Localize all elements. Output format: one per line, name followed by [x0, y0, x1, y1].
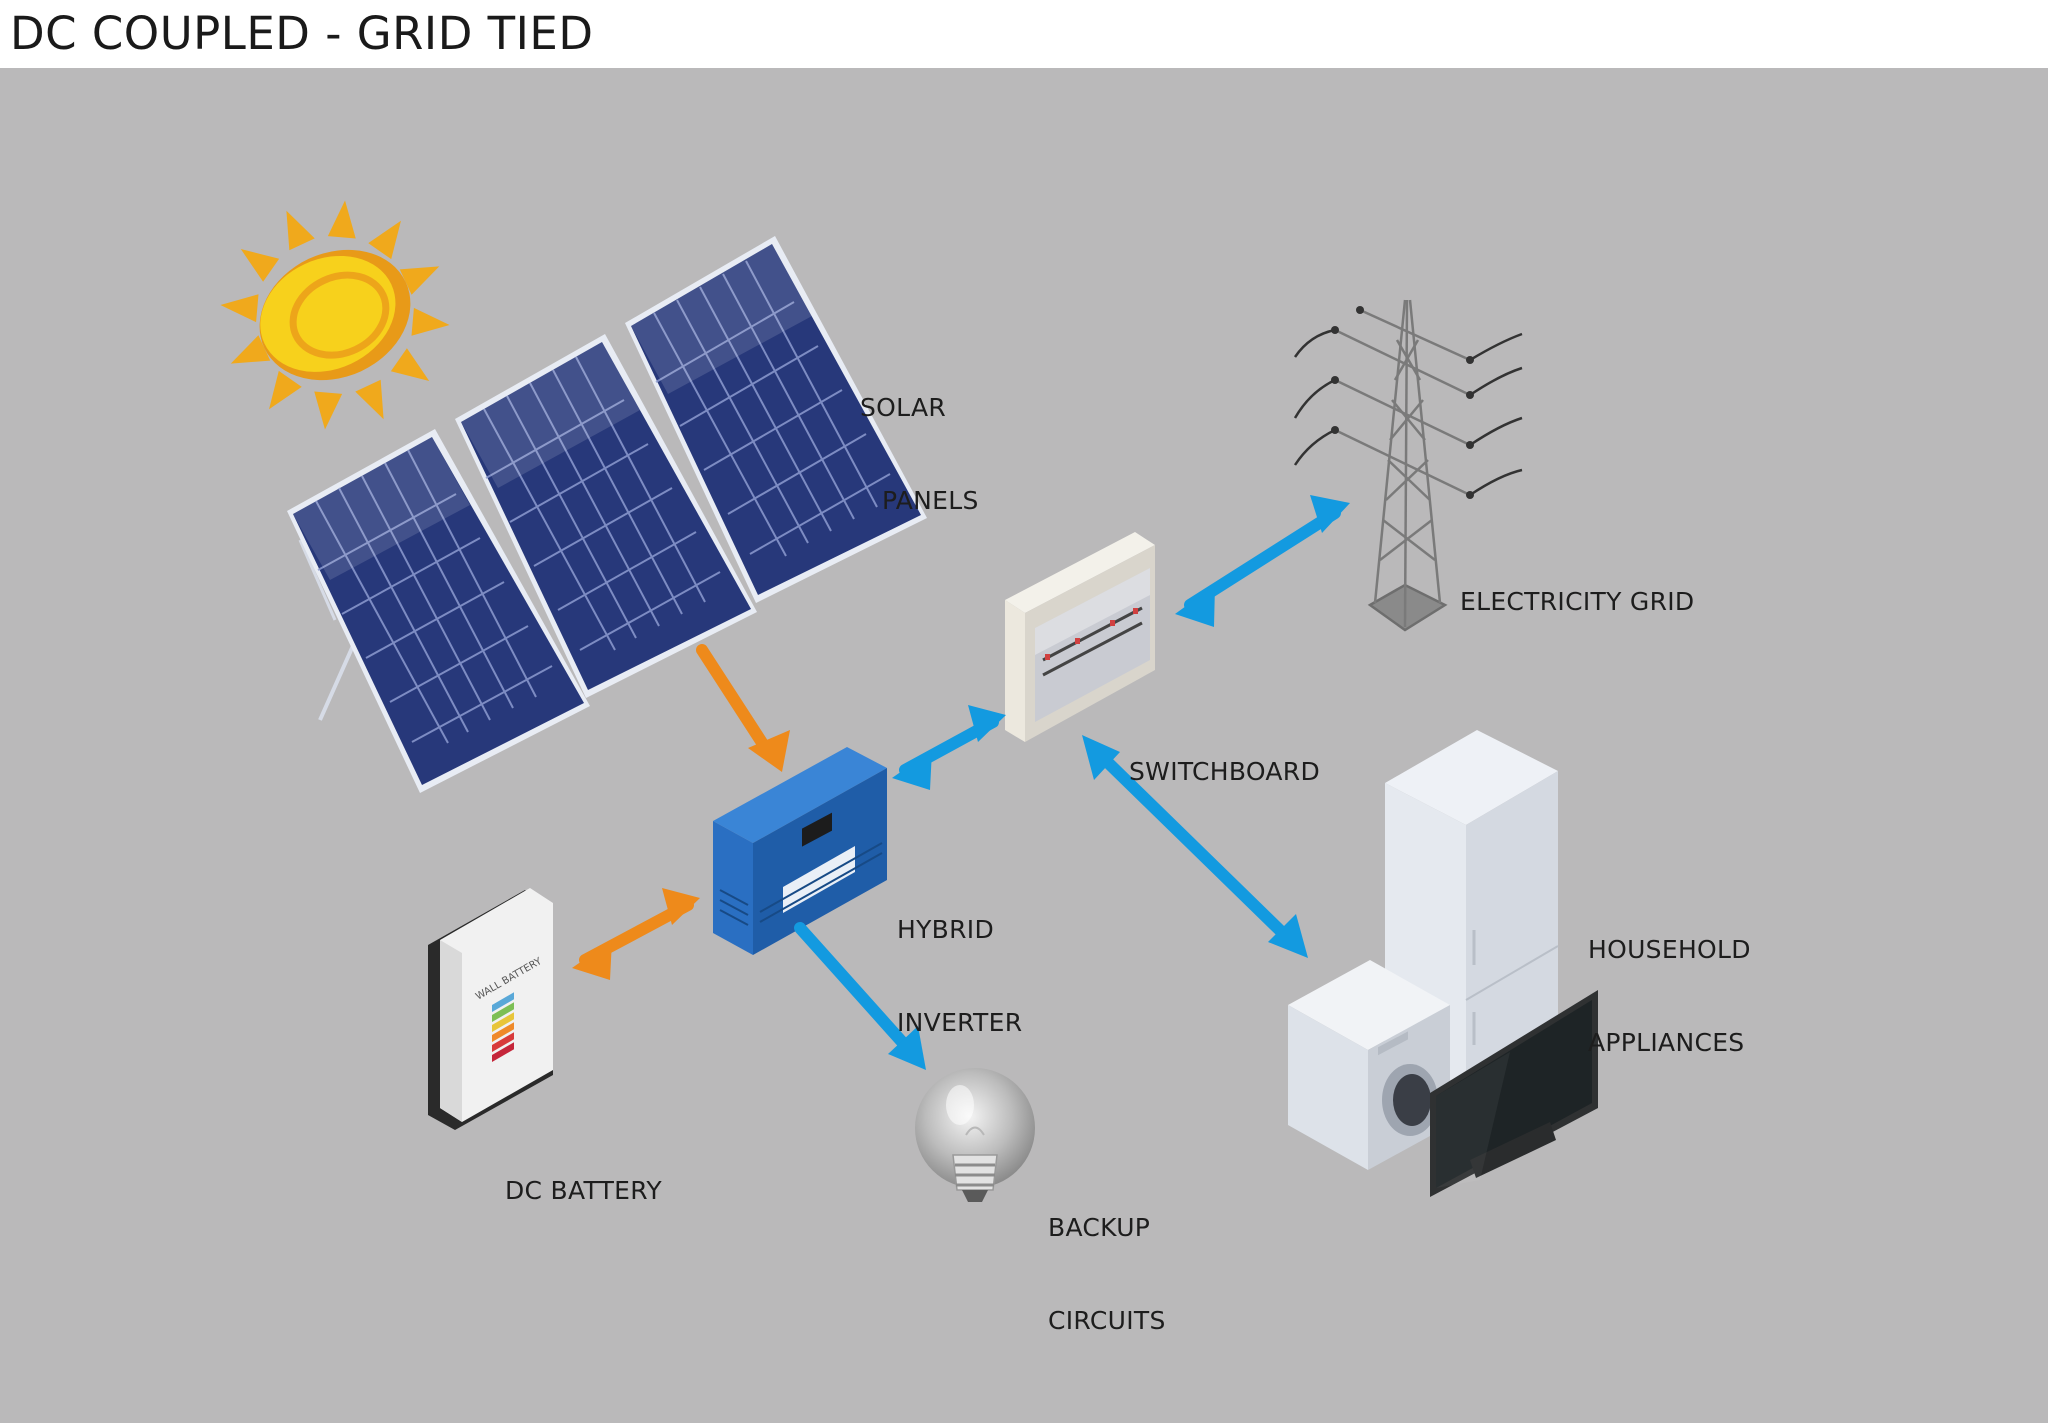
sun-icon [220, 200, 450, 430]
washing-machine-icon [1288, 960, 1450, 1050]
label-solar-panels: SOLAR PANELS [860, 330, 979, 547]
diagram-canvas: WALL BATTERY [0, 68, 2048, 1423]
flow-arrows [572, 495, 1350, 1070]
label-electricity-grid: ELECTRICITY GRID [1460, 524, 1694, 648]
diagram-svg: WALL BATTERY [0, 68, 2048, 1423]
label-household-appliances-line1: HOUSEHOLD [1588, 935, 1751, 964]
label-solar-panels-line2: PANELS [882, 486, 979, 515]
label-dc-battery-text: DC BATTERY [505, 1176, 662, 1205]
label-solar-panels-line1: SOLAR [860, 393, 947, 422]
light-bulb-icon [915, 1068, 1035, 1202]
power-pylon-icon [1293, 299, 1523, 632]
label-household-appliances-line2: APPLIANCES [1588, 1028, 1745, 1057]
appliances-icon [1288, 730, 1598, 1197]
flow-arrow-battery-inverter [572, 888, 700, 980]
label-hybrid-inverter-line2: INVERTER [897, 1008, 1023, 1037]
solar-panel-icon [287, 236, 927, 793]
flow-arrow-inverter-switchboard [892, 705, 1006, 790]
switchboard-icon [1005, 532, 1155, 742]
label-backup-circuits-line1: BACKUP [1048, 1213, 1151, 1242]
label-backup-circuits-line2: CIRCUITS [1048, 1306, 1166, 1335]
label-hybrid-inverter: HYBRID INVERTER [897, 852, 1022, 1069]
label-electricity-grid-text: ELECTRICITY GRID [1460, 587, 1695, 616]
label-switchboard: SWITCHBOARD [1129, 694, 1320, 818]
label-dc-battery: DC BATTERY [505, 1113, 662, 1237]
fridge-icon [1385, 730, 1558, 825]
label-backup-circuits: BACKUP CIRCUITS [1048, 1150, 1166, 1367]
flow-arrow-switchboard-grid [1175, 495, 1350, 627]
label-household-appliances: HOUSEHOLD APPLIANCES [1588, 872, 1751, 1089]
inverter-icon [713, 747, 887, 955]
label-switchboard-text: SWITCHBOARD [1129, 757, 1320, 786]
flow-arrow-switchboard-appliances [1082, 735, 1308, 958]
flow-arrow-solar-to-inverter [696, 644, 790, 772]
wall-battery-icon: WALL BATTERY [428, 888, 553, 1130]
diagram-title: DC COUPLED - GRID TIED [10, 7, 594, 60]
label-hybrid-inverter-line1: HYBRID [897, 915, 995, 944]
flow-arrow-inverter-to-backup [794, 922, 926, 1070]
